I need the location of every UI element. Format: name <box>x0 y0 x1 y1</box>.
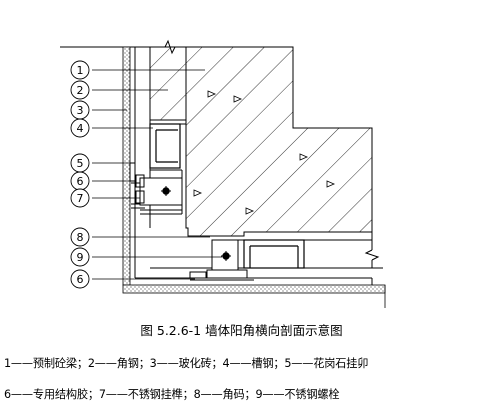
callout-2: 2 <box>70 80 90 100</box>
callout-1: 1 <box>70 60 90 80</box>
callout-9: 9 <box>70 247 90 267</box>
callout-label: 9 <box>77 251 84 264</box>
callout-label: 2 <box>77 84 84 97</box>
callout-label: 3 <box>77 104 84 117</box>
callout-label: 1 <box>77 64 84 77</box>
callout-label: 6 <box>77 273 84 286</box>
porcelain-tile-horizontal <box>122 277 386 308</box>
porcelain-tile-vertical <box>122 46 151 286</box>
leader-lines <box>92 69 222 280</box>
callout-5: 5 <box>70 153 90 173</box>
right-break-line <box>364 240 383 269</box>
callout-label: 7 <box>77 192 84 205</box>
callout-7: 7 <box>70 188 90 208</box>
channel-steel-bottom <box>243 239 305 269</box>
callout-label: 4 <box>77 122 84 135</box>
aggregate-marks <box>193 90 336 215</box>
figure-caption: 图 5.2.6-1 墙体阳角横向剖面示意图 <box>140 323 343 338</box>
callout-8: 8 <box>70 227 90 247</box>
callout-label: 8 <box>77 231 84 244</box>
legend-line-1: 1——预制砼梁；2——角钢；3——玻化砖；4——槽钢；5——花岗石挂卯 <box>4 357 369 370</box>
lower-strip <box>150 239 372 269</box>
corner-bracket-lower <box>189 239 254 281</box>
channel-steel-vertical <box>149 123 181 169</box>
callout-label: 5 <box>77 157 84 170</box>
callout-10: 6 <box>70 269 90 289</box>
callout-6: 6 <box>70 171 90 191</box>
callout-4: 4 <box>70 118 90 138</box>
callout-label: 6 <box>77 175 84 188</box>
concrete-beam <box>149 46 373 240</box>
legend-line-2: 6——专用结构胶；7——不锈钢挂榫；8——角码；9——不锈钢螺栓 <box>4 388 340 401</box>
corner-bracket-upper <box>139 169 183 215</box>
callout-3: 3 <box>70 100 90 120</box>
